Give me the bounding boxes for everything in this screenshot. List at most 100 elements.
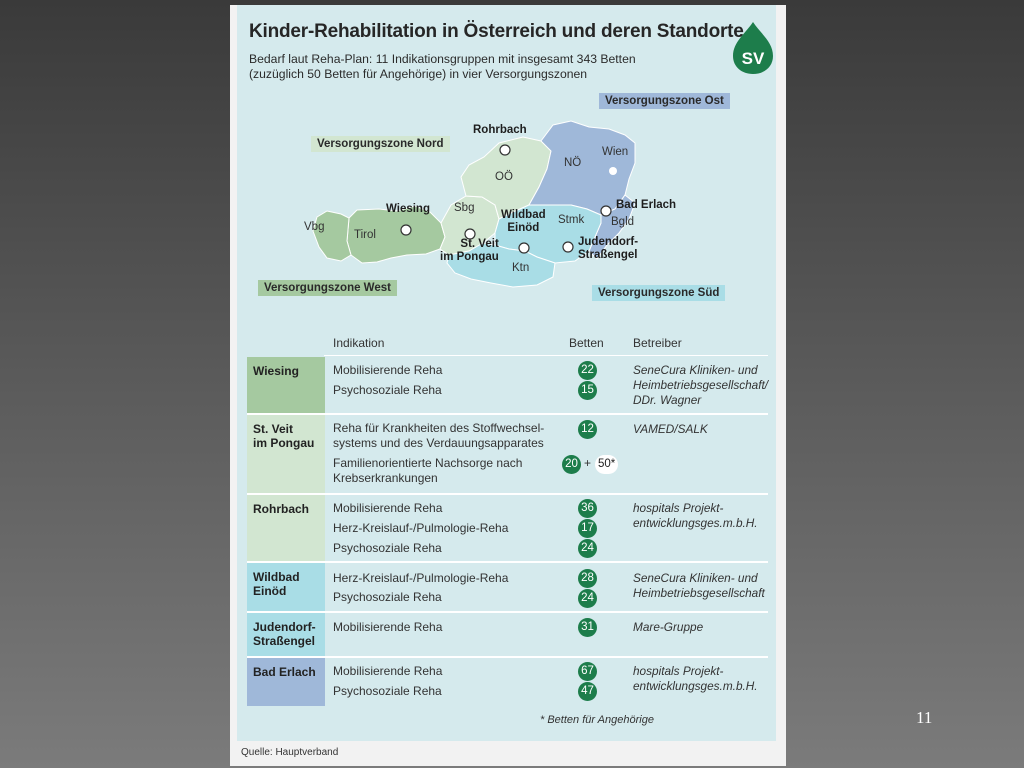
beds-rohrbach-3: 24 (578, 539, 597, 558)
marker-stveit (464, 228, 476, 240)
row-label-rohrbach: Rohrbach (247, 495, 325, 561)
operator-baderlach: hospitals Projekt- entwicklungsges.m.b.H… (633, 664, 758, 694)
beds-stveit-family: 50* (595, 455, 619, 474)
location-label-wiesing: Wiesing (386, 203, 430, 215)
zone-label-ost: Versorgungszone Ost (599, 93, 730, 109)
row-separator (247, 413, 768, 415)
beds-baderlach-2: 47 (578, 682, 597, 701)
austria-map (312, 120, 636, 288)
location-label-judendorf-line1: Judendorf- (578, 236, 639, 248)
row-separator (247, 656, 768, 658)
footnote: * Betten für Angehörige (540, 714, 654, 726)
indication-wiesing-2: Psychosoziale Reha (333, 383, 442, 397)
row-separator (247, 561, 768, 563)
indication-stveit-2-line1: Familienorientierte Nachsorge nach (333, 456, 523, 470)
operator-rohrbach-line2: entwicklungsges.m.b.H. (633, 516, 758, 530)
location-label-wildbad-line1: Wildbad (501, 209, 546, 221)
location-label-wildbad-line2: Einöd (507, 222, 540, 234)
indication-baderlach-2: Psychosoziale Reha (333, 684, 442, 698)
operator-rohrbach-line1: hospitals Projekt- (633, 501, 724, 515)
indication-rohrbach-2: Herz-Kreislauf-/Pulmologie-Reha (333, 521, 509, 535)
marker-wiesing (400, 224, 412, 236)
row-label-wildbad-line1: Wildbad (253, 570, 300, 584)
marker-judendorf (562, 241, 574, 253)
beds-wiesing-1: 22 (578, 361, 597, 380)
operator-baderlach-line1: hospitals Projekt- (633, 664, 724, 678)
row-label-judendorf: Judendorf- Straßengel (247, 613, 325, 656)
beds-rohrbach-1: 36 (578, 499, 597, 518)
state-label-ktn: Ktn (512, 262, 530, 274)
beds-baderlach-1: 67 (578, 662, 597, 681)
state-label-tirol: Tirol (354, 229, 376, 241)
row-label-rohrbach-text: Rohrbach (253, 502, 310, 516)
indication-wiesing-1: Mobilisierende Reha (333, 363, 443, 377)
state-label-bgld: Bgld (611, 216, 635, 228)
operator-rohrbach: hospitals Projekt- entwicklungsges.m.b.H… (633, 501, 758, 531)
slide-number: 11 (916, 708, 933, 727)
location-label-judendorf: Judendorf- Straßengel (578, 236, 638, 262)
location-label-judendorf-line2: Straßengel (578, 249, 638, 261)
indication-wildbad-1: Herz-Kreislauf-/Pulmologie-Reha (333, 571, 509, 585)
subtitle: Bedarf laut Reha-Plan: 11 Indikationsgru… (249, 52, 636, 82)
source-note: Quelle: Hauptverband (241, 747, 339, 758)
beds-stveit-2: 20 (562, 455, 581, 474)
location-label-wildbad: Wildbad Einöd (501, 209, 546, 235)
operator-wiesing-line1: SeneCura Kliniken- und (633, 363, 758, 377)
indication-rohrbach-3: Psychosoziale Reha (333, 541, 442, 555)
location-label-rohrbach: Rohrbach (473, 124, 527, 136)
indication-stveit-1: Reha für Krankheiten des Stoffwechsel- s… (333, 421, 544, 451)
indication-stveit-1-line2: systems und des Verdauungsapparates (333, 436, 544, 450)
row-label-stveit: St. Veit im Pongau (247, 415, 325, 493)
location-label-stveit: St. Veit im Pongau (440, 238, 499, 264)
state-label-sbg: Sbg (454, 202, 475, 214)
beds-plus-sign: + (584, 456, 592, 470)
sv-logo-leaf (733, 22, 773, 74)
indication-wildbad-2: Psychosoziale Reha (333, 590, 442, 604)
operator-wiesing-line3: DDr. Wagner (633, 393, 702, 407)
operator-baderlach-line2: entwicklungsges.m.b.H. (633, 679, 758, 693)
indication-stveit-2-line2: Krebserkrankungen (333, 471, 438, 485)
operator-judendorf: Mare-Gruppe (633, 620, 704, 634)
table-header-operator: Betreiber (633, 336, 682, 350)
subtitle-line-2: (zuzüglich 50 Betten für Angehörige) in … (249, 67, 588, 81)
row-label-stveit-line1: St. Veit (253, 422, 294, 436)
indication-rohrbach-1: Mobilisierende Reha (333, 501, 443, 515)
row-label-judendorf-line2: Straßengel (253, 634, 316, 648)
row-label-baderlach: Bad Erlach (247, 658, 325, 706)
indication-stveit-1-line1: Reha für Krankheiten des Stoffwechsel- (333, 421, 545, 435)
subtitle-line-1: Bedarf laut Reha-Plan: 11 Indikationsgru… (249, 52, 636, 66)
indication-baderlach-1: Mobilisierende Reha (333, 664, 443, 678)
state-label-ooe: OÖ (495, 171, 513, 183)
beds-wiesing-2: 15 (578, 381, 597, 400)
sv-logo-text: SV (742, 49, 765, 68)
row-label-wildbad-line2: Einöd (253, 584, 287, 598)
operator-wiesing-line2: Heimbetriebsgesellschaft/ (633, 378, 769, 392)
beds-judendorf-1: 31 (578, 618, 597, 637)
sv-logo: SV (733, 22, 773, 74)
location-label-baderlach: Bad Erlach (616, 199, 677, 211)
vienna-dot (609, 167, 617, 175)
location-label-stveit-line2: im Pongau (440, 251, 499, 263)
operator-wildbad: SeneCura Kliniken- und Heimbetriebsgesel… (633, 571, 765, 601)
table-header-indication: Indikation (333, 336, 385, 350)
operator-wildbad-line2: Heimbetriebsgesellschaft (633, 586, 765, 600)
beds-wildbad-1: 28 (578, 569, 597, 588)
marker-rohrbach (499, 144, 511, 156)
region-ktn (446, 242, 556, 288)
infographic-panel: Kinder-Rehabilitation in Österreich und … (230, 5, 786, 766)
state-label-stmk: Stmk (558, 214, 585, 226)
state-label-wien: Wien (602, 146, 629, 158)
table-header-divider (324, 355, 768, 356)
marker-wildbad (518, 242, 530, 254)
zone-label-nord: Versorgungszone Nord (311, 136, 450, 152)
row-label-wildbad: Wildbad Einöd (247, 563, 325, 611)
beds-wildbad-2: 24 (578, 589, 597, 608)
page-title: Kinder-Rehabilitation in Österreich und … (249, 21, 744, 42)
row-label-wiesing: Wiesing (247, 357, 325, 413)
location-label-stveit-line1: St. Veit (460, 238, 499, 250)
row-label-baderlach-text: Bad Erlach (253, 665, 316, 679)
beds-rohrbach-2: 17 (578, 519, 597, 538)
row-label-wiesing-text: Wiesing (253, 364, 299, 378)
operator-wiesing: SeneCura Kliniken- und Heimbetriebsgesel… (633, 363, 768, 408)
zone-label-west: Versorgungszone West (258, 280, 397, 296)
